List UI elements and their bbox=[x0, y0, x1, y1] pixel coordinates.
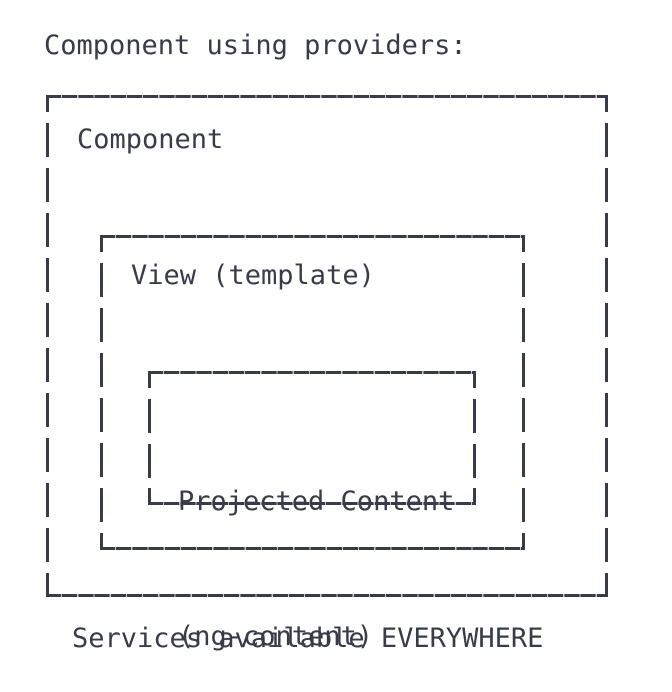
component-box-label: Component bbox=[77, 124, 224, 155]
projected-content-box: Projected Content (ng-content) bbox=[148, 371, 476, 652]
view-template-box: View (template) Projected Content (ng-co… bbox=[100, 235, 525, 652]
projected-box-border-left bbox=[148, 371, 151, 505]
component-box: Component View (template) Projected Cont… bbox=[46, 95, 608, 652]
view-template-box-label: View (template) bbox=[131, 260, 375, 291]
diagram-title: Component using providers: bbox=[44, 30, 467, 61]
component-box-border-top bbox=[46, 95, 608, 98]
projected-box-border-top bbox=[148, 371, 476, 374]
diagram-caption: Services available EVERYWHERE bbox=[72, 623, 544, 654]
view-box-border-left bbox=[100, 235, 103, 550]
view-box-border-top bbox=[100, 235, 525, 238]
projected-box-border-right bbox=[473, 371, 476, 505]
projected-content-label-line1: Projected Content bbox=[178, 486, 455, 517]
projected-content-box-label: Projected Content (ng-content) bbox=[178, 389, 454, 692]
projected-content-label-line2: (ng-content) bbox=[178, 621, 374, 652]
component-box-border-right bbox=[605, 95, 608, 597]
view-box-border-right bbox=[522, 235, 525, 550]
component-box-border-left bbox=[46, 95, 49, 597]
